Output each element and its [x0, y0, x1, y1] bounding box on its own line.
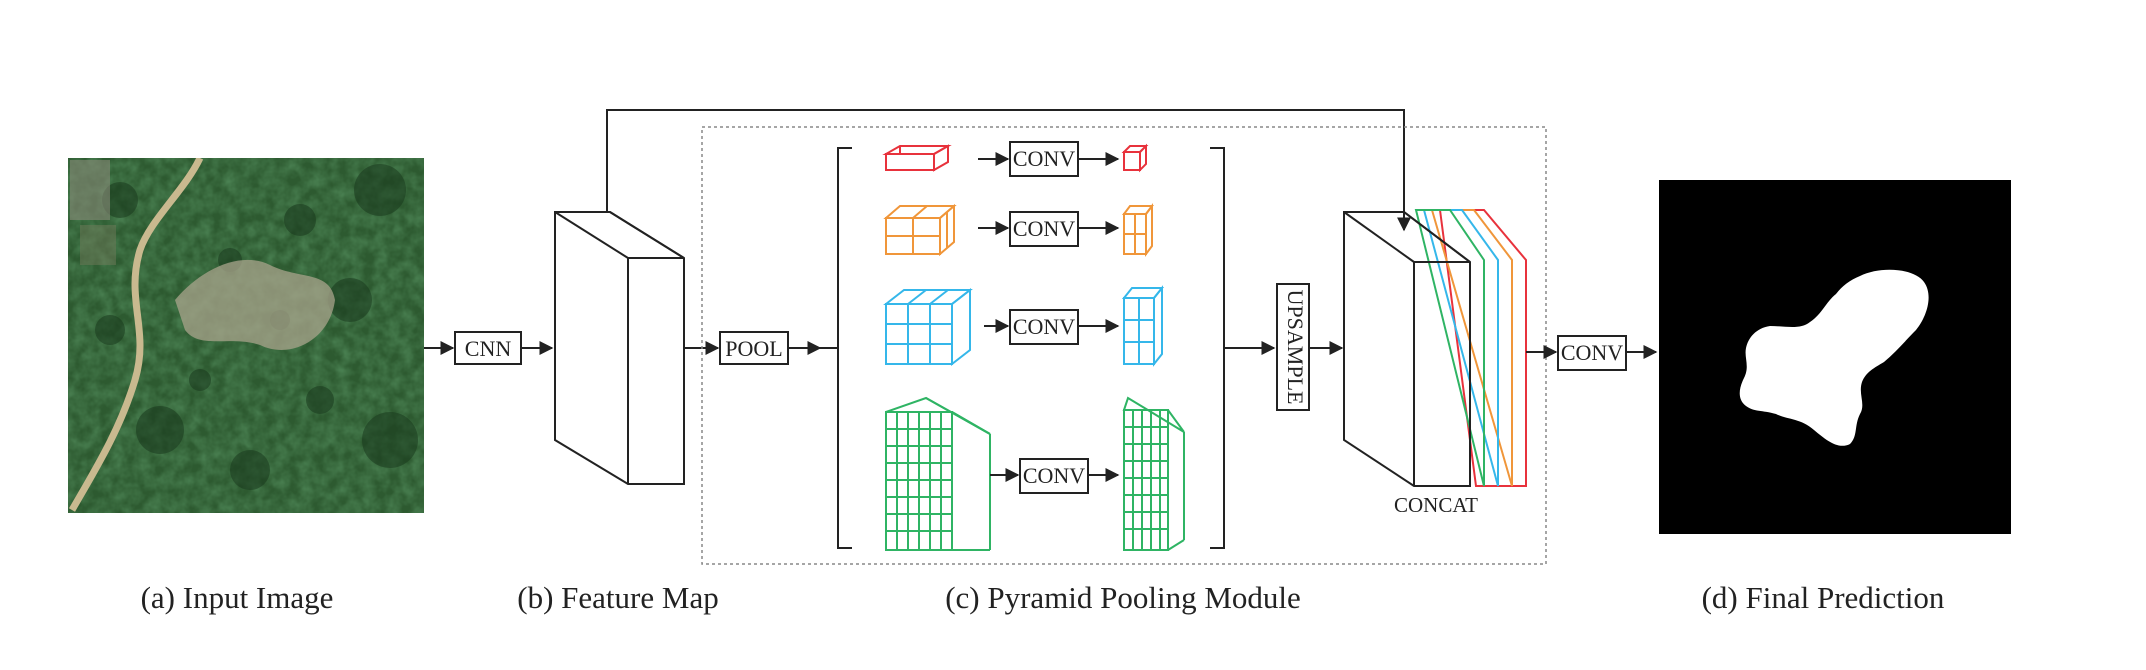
caption-pyramid-module: (c) Pyramid Pooling Module: [945, 580, 1301, 615]
conv-label-2: CONV: [1013, 216, 1075, 241]
pool-block-green: [885, 396, 991, 551]
conv-out-green: [1122, 396, 1185, 551]
conv-label-3: CONV: [1013, 314, 1075, 339]
upsample-label: UPSAMPLE: [1283, 290, 1308, 405]
prediction-mask: [1659, 180, 2011, 534]
caption-feature-map: (b) Feature Map: [517, 580, 718, 615]
input-image: [68, 158, 424, 513]
conv-label-1: CONV: [1013, 146, 1075, 171]
caption-input-image: (a) Input Image: [141, 580, 334, 615]
caption-final-prediction: (d) Final Prediction: [1702, 580, 1945, 615]
feature-map-block: [554, 211, 685, 485]
pool-block-blue: [883, 287, 973, 367]
left-bracket: [837, 147, 852, 549]
final-conv-label: CONV: [1561, 340, 1623, 365]
skip-connection-arrow: [606, 109, 1411, 232]
conv-out-blue: [1121, 285, 1165, 367]
conv-label-4: CONV: [1023, 463, 1085, 488]
pool-block-red: [882, 144, 952, 172]
cnn-label: CNN: [465, 336, 512, 361]
pool-label: POOL: [725, 336, 782, 361]
conv-out-orange: [1122, 203, 1154, 257]
conv-out-red: [1121, 143, 1149, 173]
concat-label: CONCAT: [1394, 493, 1478, 517]
right-bracket: [1210, 147, 1225, 549]
concat-block: [1343, 209, 1527, 487]
pool-block-orange: [883, 203, 957, 257]
